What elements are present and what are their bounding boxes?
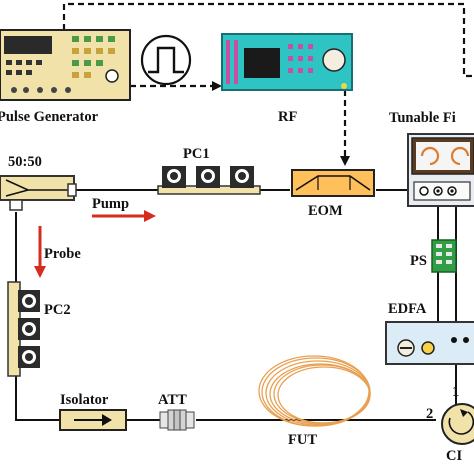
probe-label: Probe bbox=[44, 246, 81, 262]
pulse-generator-label: Pulse Generator bbox=[0, 109, 99, 125]
phase-shifter bbox=[431, 239, 457, 273]
generator-display bbox=[4, 36, 52, 54]
pump-arrow bbox=[92, 210, 156, 222]
coupler-label: 50:50 bbox=[8, 154, 42, 170]
polarization-controller-2 bbox=[7, 281, 40, 377]
control-links bbox=[62, 2, 474, 158]
circulator bbox=[441, 403, 474, 445]
rf-display bbox=[244, 48, 280, 78]
eom-label: EOM bbox=[308, 203, 343, 219]
trigger-dashed-line bbox=[62, 2, 474, 78]
pulse-generator bbox=[0, 29, 131, 101]
ps-label: PS bbox=[410, 253, 427, 269]
tunable-filter bbox=[407, 133, 474, 207]
pump-label: Pump bbox=[92, 196, 129, 212]
generator-knob bbox=[105, 69, 119, 83]
coupler-50-50 bbox=[0, 175, 77, 211]
rf-generator bbox=[221, 33, 353, 91]
rf-to-eom-arrowhead bbox=[340, 156, 350, 166]
circulator-label: CI bbox=[446, 448, 462, 464]
fiber-under-test-coil bbox=[258, 355, 371, 427]
circulator-port-2-label: 2 bbox=[426, 406, 433, 422]
pc2-label: PC2 bbox=[44, 302, 71, 318]
pulse-to-rf-arrowhead bbox=[212, 81, 222, 91]
attenuator bbox=[159, 409, 195, 431]
edfa-amplifier bbox=[385, 321, 474, 365]
edfa-label: EDFA bbox=[388, 301, 427, 317]
probe-arrow bbox=[34, 226, 46, 278]
isolator-label: Isolator bbox=[60, 392, 109, 408]
rf-label: RF bbox=[278, 109, 297, 125]
eom-modulator bbox=[291, 169, 375, 197]
square-pulse-icon bbox=[140, 34, 192, 86]
att-label: ATT bbox=[158, 392, 187, 408]
rf-knob bbox=[322, 48, 346, 72]
polarization-controller-1 bbox=[157, 166, 261, 195]
fut-label: FUT bbox=[288, 432, 317, 448]
pc1-label: PC1 bbox=[183, 146, 210, 162]
circulator-port-1-label: 1 bbox=[452, 384, 459, 400]
optical-isolator bbox=[59, 409, 127, 431]
tunable-filter-label: Tunable Fi bbox=[389, 110, 456, 126]
circular-arrows-icon bbox=[420, 146, 470, 166]
fiber-pc2-to-isolator bbox=[15, 374, 60, 421]
